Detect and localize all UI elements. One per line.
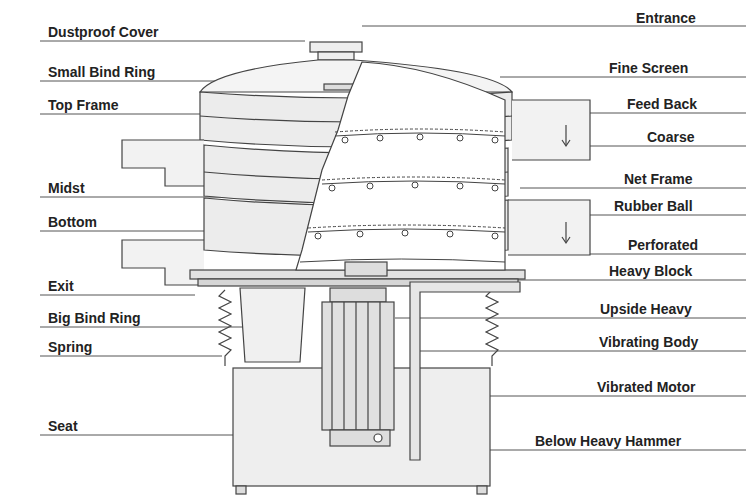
part-label: Top Frame: [48, 97, 119, 113]
part-label: Upside Heavy: [600, 301, 692, 317]
part-label: Vibrating Body: [599, 334, 698, 350]
part-label: Vibrated Motor: [597, 379, 696, 395]
part-label: Bottom: [48, 214, 97, 230]
part-label: Big Bind Ring: [48, 310, 141, 326]
part-label: Rubber Ball: [614, 198, 693, 214]
part-label: Fine Screen: [609, 60, 688, 76]
part-label: Exit: [48, 278, 74, 294]
part-label: Small Bind Ring: [48, 64, 155, 80]
part-label: Coarse: [647, 129, 694, 145]
part-label: Perforated: [628, 237, 698, 253]
part-label: Heavy Block: [609, 263, 692, 279]
part-label: Dustproof Cover: [48, 24, 158, 40]
part-label: Feed Back: [627, 96, 697, 112]
part-label: Spring: [48, 339, 92, 355]
part-label: Seat: [48, 418, 78, 434]
part-label: Net Frame: [624, 171, 692, 187]
part-label: Entrance: [636, 10, 696, 26]
part-label: Below Heavy Hammer: [535, 433, 681, 449]
part-label: Midst: [48, 180, 85, 196]
